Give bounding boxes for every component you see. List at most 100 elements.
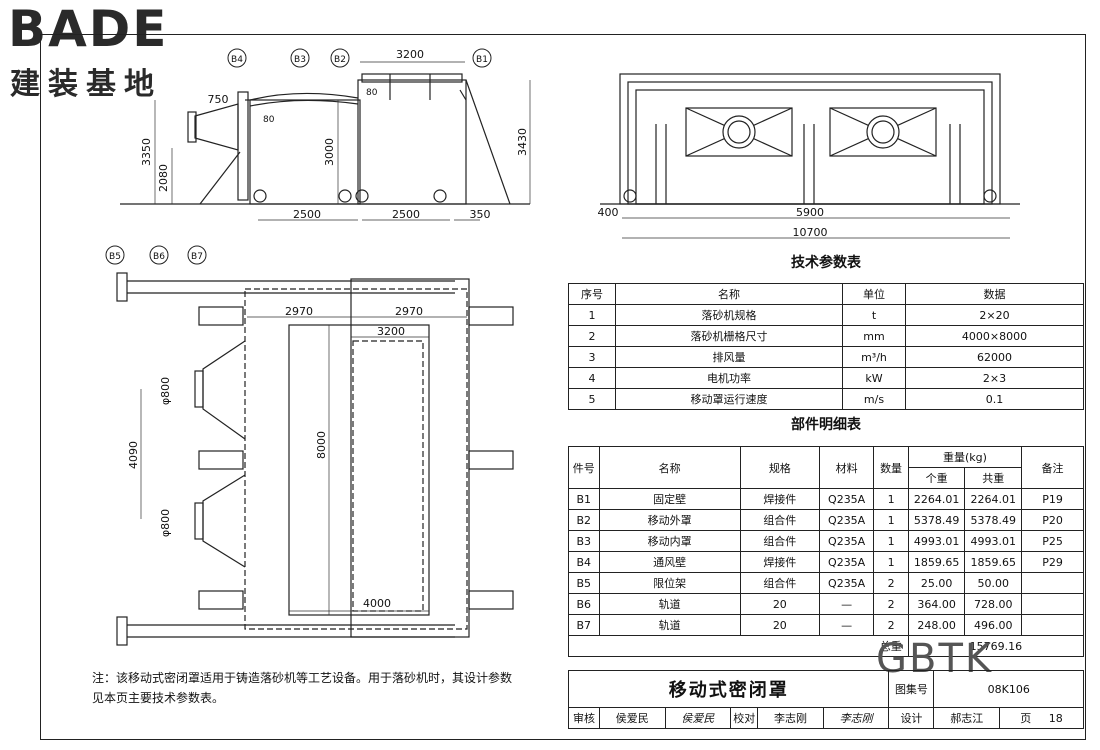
dim-phi800-b: φ800 <box>159 509 172 537</box>
table-cell <box>1021 593 1084 615</box>
table-header-row: 件号 名称 规格 材料 数量 重量(kg) 备注 <box>568 446 1084 489</box>
table-cell: Q235A <box>818 551 875 573</box>
table-cell: 2264.01 <box>964 488 1023 510</box>
dim-2500-a: 2500 <box>293 208 321 221</box>
table-cell: B6 <box>568 593 600 615</box>
table-cell: kW <box>842 367 906 389</box>
label-b2: B2 <box>334 55 346 65</box>
reviewer-name: 侯爱民 <box>599 707 666 729</box>
table-cell: 通风壁 <box>598 551 741 573</box>
table-cell: 电机功率 <box>615 367 843 389</box>
label-b1: B1 <box>476 55 488 65</box>
table-cell: 5 <box>568 388 616 410</box>
table-cell: Q235A <box>818 509 875 531</box>
table-cell: B1 <box>568 488 600 510</box>
table-cell: P25 <box>1021 530 1084 552</box>
table-cell: 2 <box>873 572 909 594</box>
table-cell: 62000 <box>905 346 1084 368</box>
table-cell: 50.00 <box>964 572 1023 594</box>
table-cell: 3 <box>568 346 616 368</box>
total-label: 总重 <box>568 635 909 657</box>
table-cell: 移动外罩 <box>598 509 741 531</box>
table-cell: 固定壁 <box>598 488 741 510</box>
table-cell <box>1021 572 1084 594</box>
dim-10700: 10700 <box>793 226 828 239</box>
table-cell: 20 <box>739 614 820 636</box>
table-cell: B7 <box>568 614 600 636</box>
dim-3200: 3200 <box>396 48 424 61</box>
label-b7: B7 <box>191 252 203 262</box>
dim-80-b: 80 <box>366 88 378 98</box>
table-cell: 焊接件 <box>739 551 820 573</box>
table-cell: Q235A <box>818 572 875 594</box>
table-cell: 2264.01 <box>907 488 966 510</box>
dim-80-a: 80 <box>263 115 275 125</box>
drawing-title: 移动式密闭罩 <box>567 670 890 708</box>
table-cell: mm <box>842 325 906 347</box>
table-cell: 组合件 <box>739 530 820 552</box>
checker-name: 李志刚 <box>757 707 824 729</box>
table-cell: 2×3 <box>905 367 1084 389</box>
table-cell: m³/h <box>842 346 906 368</box>
dim-5900: 5900 <box>796 206 824 219</box>
dim-750: 750 <box>208 93 229 106</box>
table-cell: — <box>818 593 875 615</box>
designer-name: 郝志江 <box>933 707 1001 729</box>
dim-3350: 3350 <box>140 138 153 166</box>
table-cell: 轨道 <box>598 614 741 636</box>
table-cell: 20 <box>739 593 820 615</box>
table-total-row: 总重 15769.16 <box>568 635 1085 657</box>
check-label: 校对 <box>730 707 759 729</box>
dim-4000: 4000 <box>363 597 391 610</box>
checker-signature: 李志刚 <box>822 707 890 729</box>
table-cell: Q235A <box>818 488 875 510</box>
dim-4090: 4090 <box>127 441 140 469</box>
column-header: 名称 <box>598 446 741 489</box>
column-header: 重量(kg) <box>907 446 1023 468</box>
column-header: 件号 <box>568 446 600 489</box>
table-cell: P29 <box>1021 551 1084 573</box>
column-header: 单位 <box>842 283 906 305</box>
table-cell: 1859.65 <box>964 551 1023 573</box>
table-cell: 轨道 <box>598 593 741 615</box>
table-cell: t <box>842 304 906 326</box>
atlas-number: 08K106 <box>933 670 1084 708</box>
dim-2970-a: 2970 <box>285 305 313 318</box>
drawing-frame <box>40 34 1086 740</box>
table-cell: 1 <box>873 509 909 531</box>
table-cell: 364.00 <box>907 593 966 615</box>
table-cell: 焊接件 <box>739 488 820 510</box>
table-cell: B2 <box>568 509 600 531</box>
table-cell: B3 <box>568 530 600 552</box>
table-header-row: 序号 名称 单位 数据 <box>568 283 1084 305</box>
label-b4: B4 <box>231 55 243 65</box>
table-cell: m/s <box>842 388 906 410</box>
parts-table-title: 部件明细表 <box>791 417 861 433</box>
column-header: 数据 <box>905 283 1084 305</box>
note-text: 注：该移动式密闭罩适用于铸造落砂机等工艺设备。用于落砂机时，其设计参数见本页主要… <box>92 671 513 705</box>
table-cell: 移动罩运行速度 <box>615 388 843 410</box>
table-cell: B4 <box>568 551 600 573</box>
table-cell: Q235A <box>818 530 875 552</box>
table-cell: P20 <box>1021 509 1084 531</box>
dim-phi800-a: φ800 <box>159 377 172 405</box>
column-header: 规格 <box>739 446 820 489</box>
column-header: 名称 <box>615 283 843 305</box>
review-label: 审核 <box>568 707 600 729</box>
table-cell: 2 <box>873 614 909 636</box>
page-cell: 页 18 <box>999 707 1084 729</box>
table-cell: 1 <box>873 488 909 510</box>
table-cell: 25.00 <box>907 572 966 594</box>
dim-2080: 2080 <box>157 164 170 192</box>
total-value: 15769.16 <box>907 635 1085 657</box>
atlas-label: 图集号 <box>888 670 935 708</box>
